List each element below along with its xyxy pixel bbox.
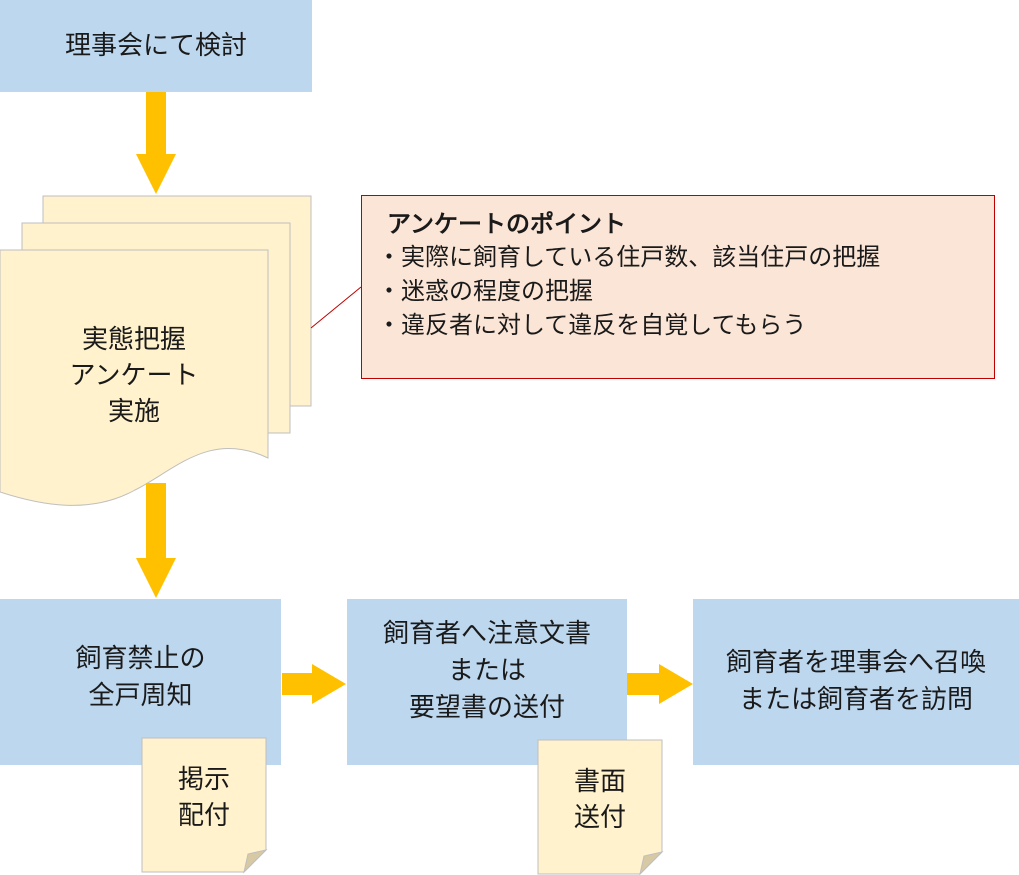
- survey-points-callout: アンケートのポイント ・実際に飼育している住戸数、該当住戸の把握 ・迷惑の程度の…: [361, 195, 995, 379]
- arrow-right-2: [627, 664, 693, 704]
- step-notice-box: 飼育禁止の 全戸周知: [0, 599, 281, 765]
- note-letter: [537, 739, 664, 875]
- step-summon-line-2: または飼育者を訪問: [738, 685, 973, 715]
- callout-item-3: ・違反者に対して違反を自覚してもらう: [377, 311, 807, 339]
- step-letter-line-2: または: [447, 655, 526, 686]
- note-posting-line-1: 掲示: [177, 765, 230, 795]
- step-notice-line-2: 全戸周知: [88, 681, 193, 711]
- survey-page-front: [0, 249, 269, 506]
- note-letter-line-2: 送付: [573, 803, 626, 833]
- arrow-down-2: [136, 483, 176, 598]
- survey-line-3: 実施: [107, 397, 160, 427]
- callout-title: アンケートのポイント: [387, 210, 627, 238]
- arrow-down-1: [136, 92, 176, 194]
- survey-line-2: アンケート: [69, 361, 199, 391]
- step-summon-line-1: 飼育者を理事会へ召喚: [725, 648, 986, 678]
- callout-connector: [310, 286, 362, 329]
- step-review-box: 理事会にて検討: [0, 0, 312, 92]
- step-letter-line-3: 要望書の送付: [408, 692, 565, 723]
- callout-item-2: ・迷惑の程度の把握: [377, 277, 593, 305]
- note-posting-label: 掲示 配付: [142, 762, 266, 834]
- step-letter-line-1: 飼育者へ注意文書: [382, 618, 591, 649]
- survey-document-stack: [0, 195, 312, 506]
- step-summon-box: 飼育者を理事会へ召喚 または飼育者を訪問: [693, 599, 1019, 765]
- survey-label: 実態把握 アンケート 実施: [0, 322, 268, 430]
- note-posting: [141, 737, 268, 874]
- note-letter-line-1: 書面: [573, 767, 626, 797]
- survey-line-1: 実態把握: [81, 325, 186, 355]
- step-notice-line-1: 飼育禁止の: [75, 644, 206, 674]
- step-letter-box: 飼育者へ注意文書 または 要望書の送付: [347, 599, 627, 765]
- note-letter-label: 書面 送付: [538, 764, 662, 836]
- note-posting-line-2: 配付: [177, 801, 230, 831]
- callout-item-1: ・実際に飼育している住戸数、該当住戸の把握: [377, 243, 881, 271]
- arrow-right-1: [282, 664, 346, 704]
- step-review-label: 理事会にて検討: [64, 30, 247, 61]
